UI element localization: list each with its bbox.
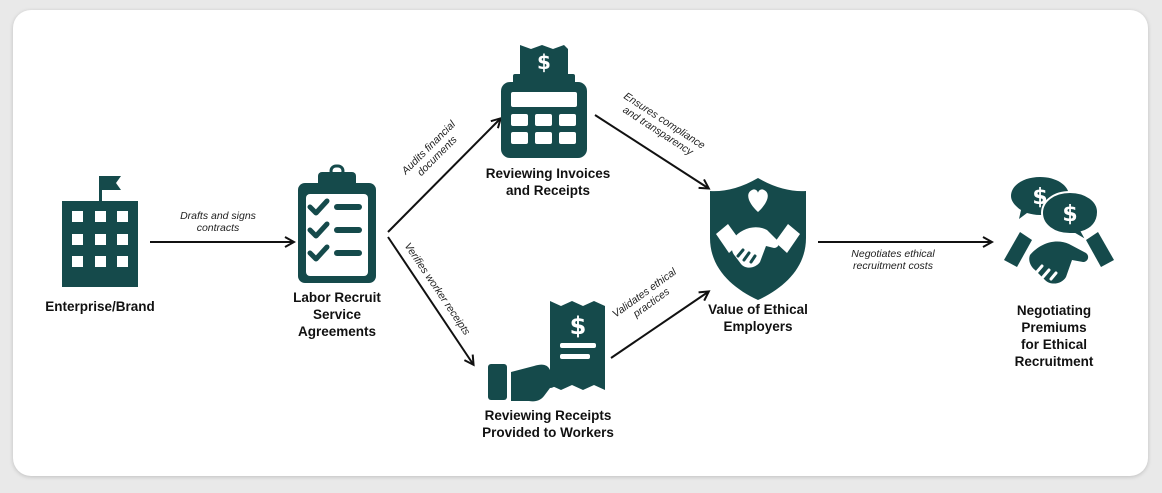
building-icon (62, 176, 138, 287)
cash-register-icon: $ (501, 45, 587, 158)
enterprise-label-text: Enterprise/Brand (45, 299, 155, 314)
edge-audits-arrow (387, 119, 500, 233)
agreements-label-line: Labor Recruit (293, 290, 381, 305)
premiums-label-line: Negotiating Premiums (1016, 303, 1092, 335)
edge-ensures-arrow (594, 114, 708, 188)
edge-negotiates-line: recruitment costs (853, 260, 933, 272)
worker-receipts-label-line: Reviewing Receipts (484, 408, 612, 423)
worker-receipts-label-line: Provided to Workers (482, 425, 614, 440)
svg-text:$: $ (1062, 202, 1077, 227)
node-agreements-label: Labor Recruit Service Agreements (293, 289, 381, 340)
node-invoices-label: Reviewing Invoices and Receipts (486, 165, 611, 199)
clipboard-checklist-icon (298, 164, 376, 283)
edge-drafts-line: contracts (196, 222, 240, 234)
agreements-label-line: Service (312, 307, 362, 322)
premiums-label-line: Recruitment (1014, 354, 1094, 369)
edge-negotiates-line: Negotiates ethical (851, 248, 935, 260)
hand-receipt-icon: $ (488, 301, 605, 402)
handshake-money-icon: $ $ (1004, 177, 1114, 284)
agreements-label-line: Agreements (297, 324, 377, 339)
ethical-employers-label-line: Value of Ethical (708, 302, 808, 317)
edge-validates-arrow (610, 292, 708, 359)
invoices-label-line: and Receipts (505, 183, 591, 198)
premiums-label-line: for Ethical (1020, 337, 1087, 352)
node-enterprise-label: Enterprise/Brand (45, 298, 155, 315)
node-worker-receipts-label: Reviewing Receipts Provided to Workers (482, 407, 614, 441)
svg-text:$: $ (570, 312, 587, 340)
svg-text:$: $ (537, 50, 551, 74)
edge-negotiates-label: Negotiates ethical recruitment costs (851, 248, 934, 272)
node-premiums-label: Negotiating Premiums for Ethical Recruit… (1000, 302, 1108, 370)
edge-verifies-arrow (387, 236, 473, 364)
edge-drafts-label: Drafts and signs contracts (180, 210, 256, 234)
edge-drafts-line: Drafts and signs (180, 210, 256, 222)
ethical-employers-label-line: Employers (723, 319, 793, 334)
node-ethical-employers-label: Value of Ethical Employers (708, 301, 808, 335)
invoices-label-line: Reviewing Invoices (485, 166, 611, 181)
shield-handshake-icon (710, 178, 806, 300)
